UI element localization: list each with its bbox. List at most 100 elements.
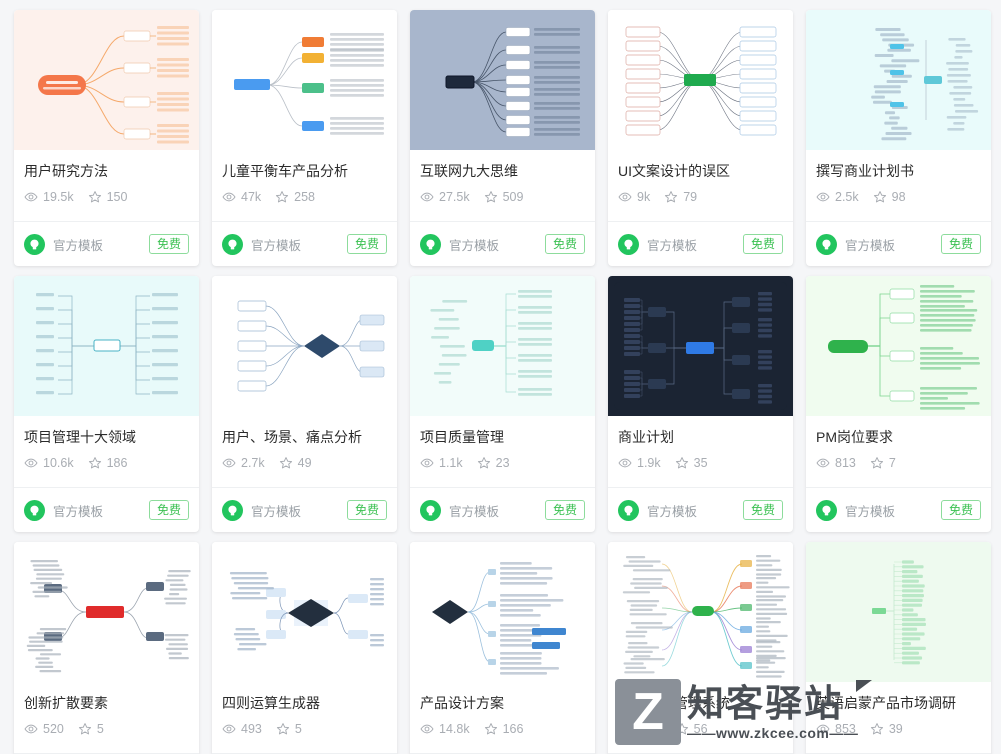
template-thumbnail[interactable] xyxy=(212,10,397,150)
template-info: 人力资源管理系统 1.9k 56 xyxy=(608,682,793,753)
star-count-value: 23 xyxy=(495,456,510,470)
template-card[interactable]: 四则运算生成器 493 5 官方模板 免费 xyxy=(212,542,397,754)
template-thumbnail[interactable] xyxy=(212,542,397,682)
official-label: 官方模板 xyxy=(53,504,104,519)
official-label: 官方模板 xyxy=(251,238,302,253)
star-icon xyxy=(675,456,689,470)
star-icon xyxy=(484,722,498,736)
template-thumbnail[interactable] xyxy=(410,10,595,150)
free-badge: 免费 xyxy=(148,234,189,254)
template-thumbnail[interactable] xyxy=(608,10,793,150)
star-icon xyxy=(675,722,689,736)
template-card[interactable]: 项目质量管理 1.1k 23 官方模板 免费 xyxy=(410,276,595,532)
template-card[interactable]: 产品设计方案 14.8k 166 官方模板 免费 xyxy=(410,542,595,754)
eye-icon xyxy=(420,190,434,204)
official-label: 官方模板 xyxy=(845,504,896,519)
template-stats: 813 7 xyxy=(816,456,981,470)
template-info: 产品设计方案 14.8k 166 xyxy=(410,682,595,753)
view-count-value: 19.5k xyxy=(43,190,74,204)
template-card[interactable]: 互联网九大思维 27.5k 509 官方模板 免费 xyxy=(410,10,595,266)
template-stats: 1.1k 23 xyxy=(420,456,585,470)
star-icon xyxy=(88,456,102,470)
template-info: 项目管理十大领域 10.6k 186 xyxy=(14,416,199,487)
view-count-value: 493 xyxy=(241,722,262,736)
template-title: 产品设计方案 xyxy=(420,695,504,711)
template-title: 项目质量管理 xyxy=(420,429,504,445)
template-card[interactable]: 商业计划 1.9k 35 官方模板 免费 xyxy=(608,276,793,532)
template-card[interactable]: 儿童平衡车产品分析 47k 258 官方模板 免费 xyxy=(212,10,397,266)
star-count: 35 xyxy=(675,456,708,470)
template-title: 互联网九大思维 xyxy=(420,163,518,179)
template-thumbnail[interactable] xyxy=(14,276,199,416)
view-count: 9k xyxy=(618,190,650,204)
template-thumbnail[interactable] xyxy=(212,276,397,416)
template-thumbnail[interactable] xyxy=(806,542,991,682)
template-title: 撰写商业计划书 xyxy=(816,163,914,179)
official-logo-icon xyxy=(24,233,45,255)
free-badge: 免费 xyxy=(346,234,387,254)
template-card[interactable]: 创新扩散要素 520 5 官方模板 免费 xyxy=(14,542,199,754)
view-count: 1.9k xyxy=(618,722,661,736)
view-count-value: 1.1k xyxy=(439,456,463,470)
star-count: 258 xyxy=(275,190,315,204)
star-count: 49 xyxy=(279,456,312,470)
template-thumbnail[interactable] xyxy=(806,10,991,150)
template-stats: 14.8k 166 xyxy=(420,722,585,736)
template-thumbnail[interactable] xyxy=(608,542,793,682)
view-count: 27.5k xyxy=(420,190,470,204)
eye-icon xyxy=(618,722,632,736)
template-info: PM岗位要求 813 7 xyxy=(806,416,991,487)
template-card[interactable]: 用户、场景、痛点分析 2.7k 49 官方模板 免费 xyxy=(212,276,397,532)
template-thumbnail[interactable] xyxy=(806,276,991,416)
template-card[interactable]: UI文案设计的误区 9k 79 官方模板 免费 xyxy=(608,10,793,266)
official-label: 官方模板 xyxy=(845,238,896,253)
template-footer: 官方模板 免费 xyxy=(410,487,595,532)
official-label: 官方模板 xyxy=(647,238,698,253)
eye-icon xyxy=(816,456,830,470)
official-label: 官方模板 xyxy=(53,238,104,253)
template-thumbnail[interactable] xyxy=(410,542,595,682)
template-card[interactable]: 人力资源管理系统 1.9k 56 官方模板 免费 xyxy=(608,542,793,754)
view-count-value: 27.5k xyxy=(439,190,470,204)
star-count: 79 xyxy=(664,190,697,204)
template-footer: 官方模板 免费 xyxy=(410,221,595,266)
star-count: 7 xyxy=(870,456,896,470)
template-info: 用户研究方法 19.5k 150 xyxy=(14,150,199,221)
view-count: 2.7k xyxy=(222,456,265,470)
template-info: UI文案设计的误区 9k 79 xyxy=(608,150,793,221)
star-icon xyxy=(870,722,884,736)
template-stats: 1.9k 35 xyxy=(618,456,783,470)
template-thumbnail[interactable] xyxy=(14,542,199,682)
template-card[interactable]: PM岗位要求 813 7 官方模板 免费 xyxy=(806,276,991,532)
template-card[interactable]: 项目管理十大领域 10.6k 186 官方模板 免费 xyxy=(14,276,199,532)
free-badge: 免费 xyxy=(940,234,981,254)
eye-icon xyxy=(816,190,830,204)
template-footer: 官方模板 免费 xyxy=(806,487,991,532)
template-title: 人力资源管理系统 xyxy=(618,695,730,711)
star-count: 5 xyxy=(276,722,302,736)
template-stats: 2.7k 49 xyxy=(222,456,387,470)
template-info: 儿童平衡车产品分析 47k 258 xyxy=(212,150,397,221)
view-count-value: 813 xyxy=(835,456,856,470)
template-thumbnail[interactable] xyxy=(14,10,199,150)
template-card[interactable]: 撰写商业计划书 2.5k 98 官方模板 免费 xyxy=(806,10,991,266)
star-icon xyxy=(279,456,293,470)
star-count-value: 5 xyxy=(96,722,104,736)
template-footer: 官方模板 免费 xyxy=(212,221,397,266)
template-card[interactable]: 英语启蒙产品市场调研 853 39 官方模板 免费 xyxy=(806,542,991,754)
template-card[interactable]: 用户研究方法 19.5k 150 官方模板 免费 xyxy=(14,10,199,266)
template-info: 创新扩散要素 520 5 xyxy=(14,682,199,753)
star-count-value: 56 xyxy=(693,722,708,736)
view-count: 19.5k xyxy=(24,190,74,204)
template-thumbnail[interactable] xyxy=(410,276,595,416)
template-thumbnail[interactable] xyxy=(608,276,793,416)
view-count: 14.8k xyxy=(420,722,470,736)
star-icon xyxy=(275,190,289,204)
free-badge: 免费 xyxy=(742,234,783,254)
template-title: 英语启蒙产品市场调研 xyxy=(816,695,956,711)
free-badge: 免费 xyxy=(940,500,981,520)
star-count: 39 xyxy=(870,722,903,736)
eye-icon xyxy=(222,190,236,204)
view-count: 493 xyxy=(222,722,262,736)
